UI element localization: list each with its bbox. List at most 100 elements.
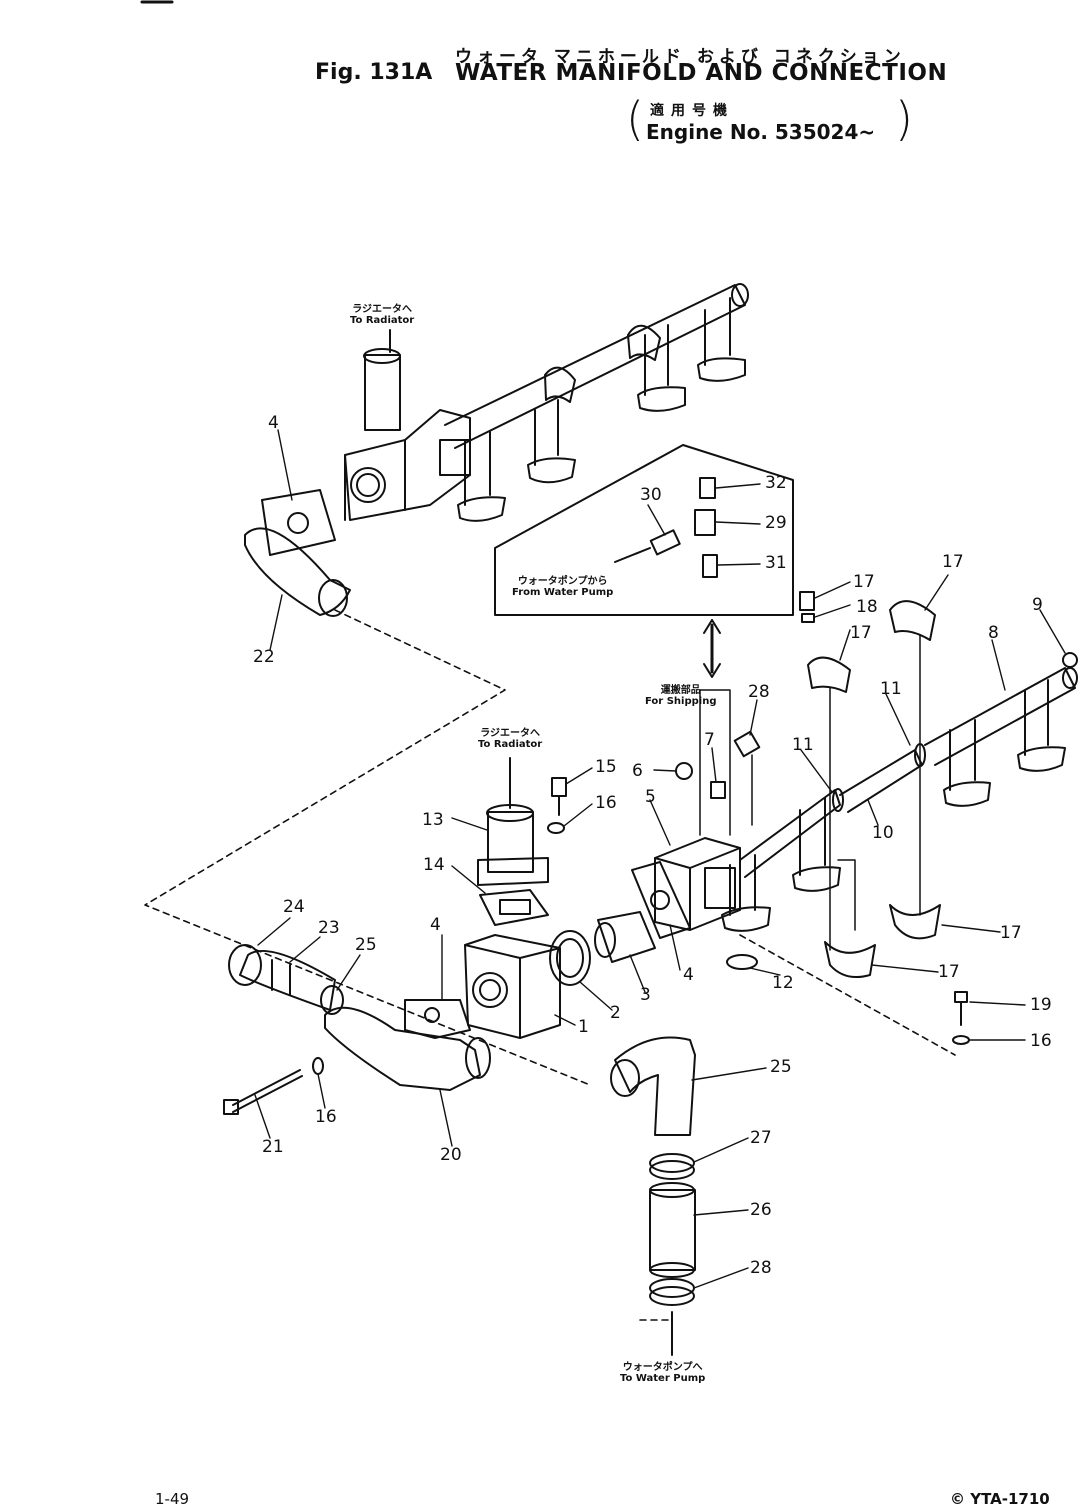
figure-title: WATER MANIFOLD AND CONNECTION [455, 60, 948, 86]
part-number-28: 28 [750, 1258, 772, 1278]
part-number-16: 16 [315, 1107, 337, 1127]
paren-left: ( [626, 92, 644, 146]
part-number-22: 22 [253, 647, 275, 667]
part-24-hose [239, 949, 336, 1011]
part-31-fitting [614, 529, 681, 563]
part-number-13: 13 [422, 810, 444, 830]
part-20-bolt [954, 991, 968, 1026]
drawing-code: © YTA-1710 [950, 1490, 1050, 1508]
callout-from-water-pump: ウォータポンプから From Water Pump [512, 576, 613, 598]
part-16-washer [547, 822, 565, 834]
part-22-bolt [223, 1057, 324, 1115]
part-2-seal [549, 930, 591, 986]
part-number-17: 17 [850, 623, 872, 643]
part-19-washer [801, 613, 815, 623]
callout-en: To Radiator [350, 315, 415, 326]
callout-en: From Water Pump [512, 587, 614, 598]
leader-lines [254, 429, 1066, 1289]
callout-jp: ウォータポンプへ [622, 1362, 703, 1373]
part-number-17: 17 [942, 552, 964, 572]
part-number-3: 3 [640, 985, 651, 1005]
part-number-26: 26 [750, 1200, 772, 1220]
callout-to-radiator-top: ラジエータへ To Radiator [350, 304, 414, 326]
part-number-18: 18 [856, 597, 878, 617]
part-9-plug [1062, 652, 1078, 668]
callout-to-water-pump: ウォータポンプへ To Water Pump [620, 1362, 705, 1384]
part-number-19: 19 [1030, 995, 1052, 1015]
part-number-4: 4 [430, 915, 441, 935]
engine-number: Engine No. 535024~ [646, 120, 876, 144]
part-number-25: 25 [355, 935, 377, 955]
upper-thermostat-housing [344, 348, 471, 521]
part-3-thermostat [594, 911, 656, 963]
part-21-elbow-pipe [324, 1006, 491, 1091]
part-18-bolt [799, 591, 815, 611]
part-number-12: 12 [772, 973, 794, 993]
connection-lines [144, 609, 956, 1321]
applicability-japanese: 適用号機 [650, 103, 734, 119]
callout-for-shipping: 運搬部品 For Shipping [645, 685, 716, 707]
callout-jp: ウォータポンプから [517, 576, 608, 587]
part-6-plug [675, 762, 693, 780]
part-23-hose [244, 527, 351, 617]
upper-manifold-pipe [444, 283, 749, 449]
part-number-16: 16 [595, 793, 617, 813]
part-number-20: 20 [440, 1145, 462, 1165]
part-number-31: 31 [765, 553, 787, 573]
lower-manifold-pipe-10 [739, 749, 923, 878]
part-number-17: 17 [853, 572, 875, 592]
upper-manifold-clamps [544, 324, 661, 403]
part-17-clamp [807, 600, 941, 978]
part-number-28: 28 [748, 682, 770, 702]
part-33-bolt [699, 477, 716, 499]
figure-label: Fig. 131A [315, 60, 433, 85]
part-number-11: 11 [880, 679, 902, 699]
title-japanese: ウォータ マニホールド および コネクション [455, 47, 906, 67]
part-16-washer-right [952, 1035, 970, 1045]
part-30-elbow [694, 509, 716, 536]
part-number-10: 10 [872, 823, 894, 843]
part-12-oring [726, 954, 758, 970]
part-number-17: 17 [1000, 923, 1022, 943]
part-number-2: 2 [610, 1003, 621, 1023]
page-number: 1-49 [155, 1490, 190, 1508]
part-27-hose [649, 1182, 696, 1278]
part-11-rings [832, 743, 926, 812]
part-number-1: 1 [578, 1017, 589, 1037]
part-number-5: 5 [645, 787, 656, 807]
part-number-29: 29 [765, 513, 787, 533]
part-number-24: 24 [283, 897, 305, 917]
part-4-gasket-upper [261, 489, 336, 556]
part-number-14: 14 [423, 855, 445, 875]
part-4-gasket-left [404, 999, 471, 1039]
part-number-6: 6 [632, 761, 643, 781]
shipping-double-arrow [703, 619, 721, 678]
part-26-elbow-hose [610, 1036, 696, 1136]
part-4-gasket-right [631, 861, 691, 939]
lower-manifold-pipe-8 [924, 667, 1078, 766]
part-number-7: 7 [704, 730, 715, 750]
part-number-9: 9 [1032, 595, 1043, 615]
inset-box [494, 444, 794, 616]
paren-right: ) [895, 92, 913, 146]
part-number-21: 21 [262, 1137, 284, 1157]
part-7-plug [699, 689, 731, 836]
part-number-8: 8 [988, 623, 999, 643]
part-number-11: 11 [792, 735, 814, 755]
part-5-housing [654, 837, 741, 931]
callout-jp: 運搬部品 [660, 685, 701, 696]
part-number-labels: 1234445678910111112131415161616171717171… [253, 413, 1052, 1278]
part-number-17: 17 [938, 962, 960, 982]
part-number-25: 25 [770, 1057, 792, 1077]
lower-manifold-legs [721, 679, 1066, 932]
part-32-fitting [702, 554, 718, 578]
part-1-thermostat-housing [464, 934, 561, 1039]
part-13-water-outlet [477, 804, 549, 886]
part-25-clamps [228, 944, 344, 1015]
upper-manifold-legs [457, 297, 746, 522]
part-number-4: 4 [683, 965, 694, 985]
part-29-fitting [733, 730, 761, 826]
part-number-27: 27 [750, 1128, 772, 1148]
part-28-clamps [649, 1153, 695, 1306]
